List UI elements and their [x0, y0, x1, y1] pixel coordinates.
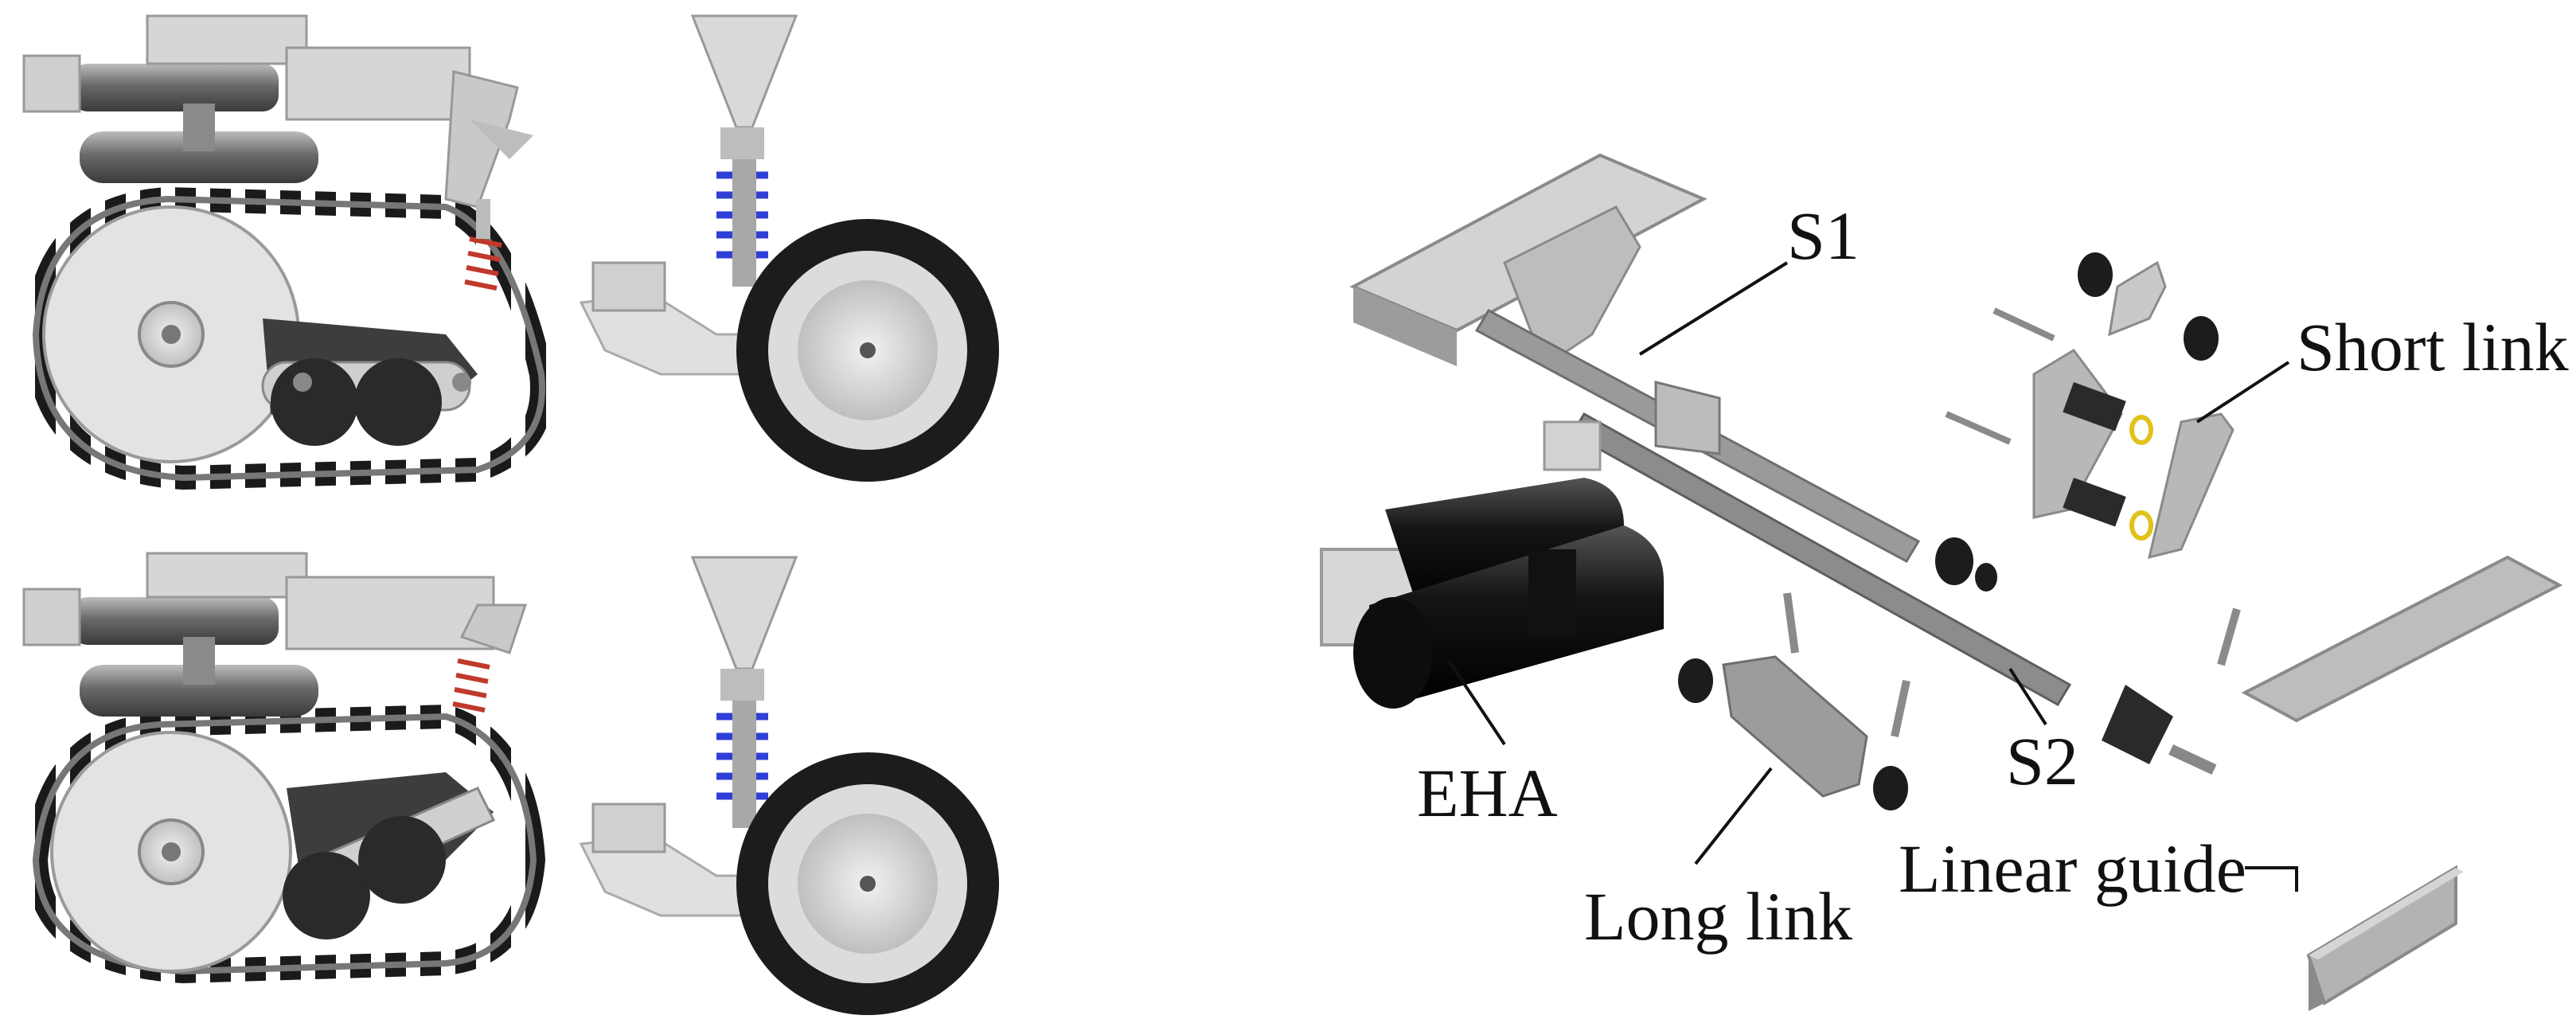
exploded-assembly	[1320, 153, 2563, 1011]
label-long-link: Long link	[1584, 878, 1852, 955]
wheeled-leg-top	[579, 14, 999, 482]
eha-actuator	[1320, 420, 1664, 709]
label-eha: EHA	[1417, 755, 1558, 831]
leader-short-link	[2195, 361, 2290, 424]
leader-lines	[1447, 261, 2298, 892]
label-s2: S2	[2006, 723, 2078, 799]
leader-linear-guide	[2245, 866, 2298, 892]
wheeled-leg-bottom	[579, 556, 999, 1015]
label-short-link: Short link	[2297, 309, 2569, 385]
leader-eha	[1447, 659, 1506, 746]
leader-s1	[1638, 261, 1789, 356]
tracked-leg-top	[22, 14, 554, 490]
leader-long-link	[1694, 767, 1773, 865]
labels: S1 Short link EHA S2 Long link Linear gu…	[1417, 197, 2569, 955]
short-link-parts	[1945, 252, 2234, 560]
tracked-leg-bottom	[22, 552, 546, 984]
leader-s2	[2008, 667, 2047, 726]
label-linear-guide: Linear guide	[1899, 830, 2246, 907]
label-s1: S1	[1787, 197, 1860, 274]
long-link-parts	[1678, 592, 1911, 810]
